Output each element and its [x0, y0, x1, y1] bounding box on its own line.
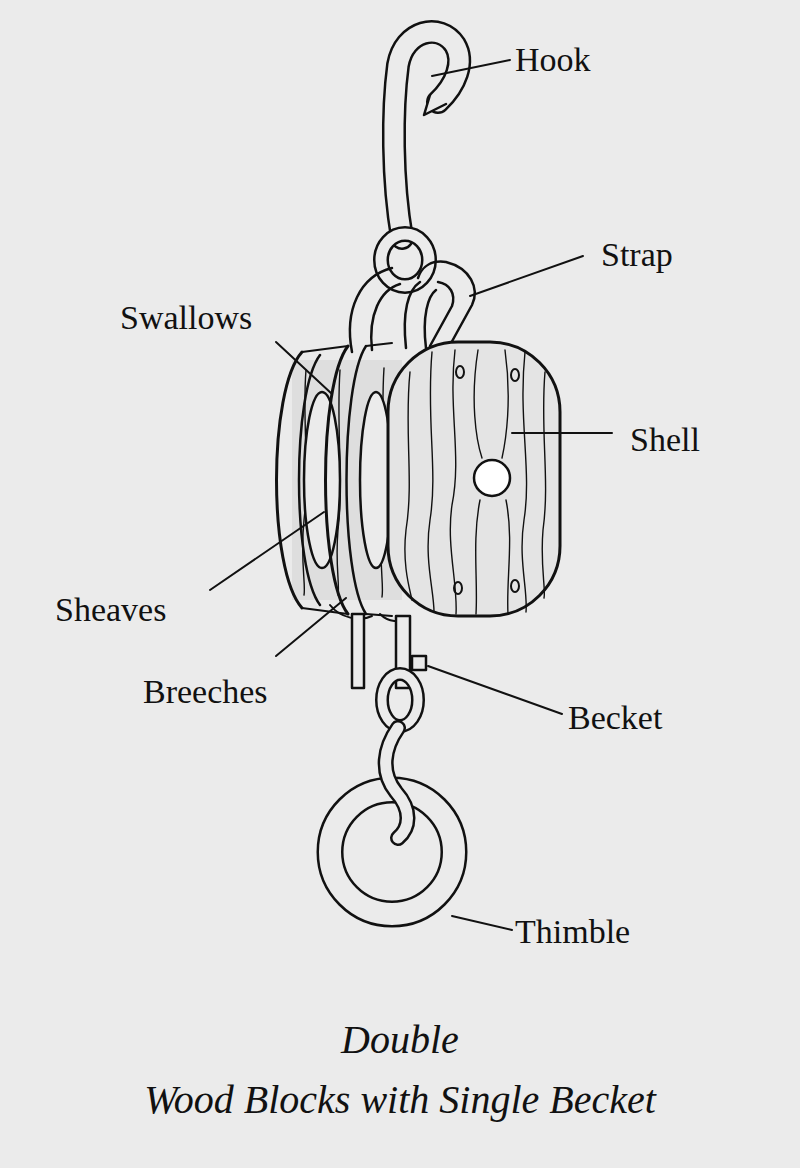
wood-grain — [474, 350, 509, 614]
leader-line — [428, 666, 562, 714]
lower-eye-outline — [382, 674, 418, 726]
leader-line — [432, 60, 510, 76]
leader-line — [276, 342, 332, 394]
part-label: Sheaves — [55, 590, 166, 630]
strap-line — [371, 284, 400, 350]
thimble-ring — [330, 790, 454, 914]
shell-band — [299, 355, 320, 605]
wood-grain — [450, 350, 456, 614]
wood-grain — [522, 352, 526, 612]
hook-outline — [394, 32, 459, 238]
leader-line — [512, 432, 612, 434]
pin-hole — [474, 460, 510, 496]
leader-line — [210, 512, 324, 590]
rivet — [511, 369, 519, 381]
wood-grain — [405, 372, 412, 600]
shell-edge — [302, 343, 392, 616]
leader-lines — [210, 60, 612, 930]
caption-block: Double Wood Blocks with Single Becket — [60, 1010, 740, 1130]
part-label: Swallows — [120, 298, 252, 338]
shell-front — [388, 342, 560, 616]
part-label: Strap — [601, 235, 673, 275]
part-label: Becket — [568, 698, 662, 738]
part-label: Thimble — [515, 912, 630, 952]
leader-line — [470, 256, 583, 296]
lower-hook-outline — [386, 728, 408, 838]
pulley-block — [210, 32, 612, 930]
becket-bolt — [412, 656, 426, 670]
shell-band — [347, 346, 367, 614]
wood-grain — [428, 352, 434, 612]
wood-grain — [542, 372, 545, 598]
lower-eye — [382, 674, 418, 726]
part-label: Hook — [515, 40, 591, 80]
leader-line — [276, 598, 346, 656]
rivet — [456, 366, 464, 378]
part-label: Shell — [630, 420, 700, 460]
rivet — [511, 580, 519, 592]
strap-line — [430, 282, 453, 346]
part-label: Breeches — [143, 672, 268, 712]
figure-caption: Double Wood Blocks with Single Becket — [144, 1017, 656, 1122]
sheave — [304, 392, 340, 568]
thimble-outline — [330, 790, 454, 914]
rivet — [454, 582, 462, 594]
shell-band — [326, 346, 349, 614]
hook-eye — [381, 234, 429, 286]
strap-line — [418, 262, 475, 345]
strap-line — [405, 282, 420, 348]
hook-body — [394, 32, 459, 238]
becket-strap — [352, 614, 364, 688]
leader-line — [452, 916, 512, 930]
hook-eye-outline — [381, 234, 429, 286]
hook-tip — [424, 95, 446, 115]
lower-hook — [386, 728, 408, 838]
